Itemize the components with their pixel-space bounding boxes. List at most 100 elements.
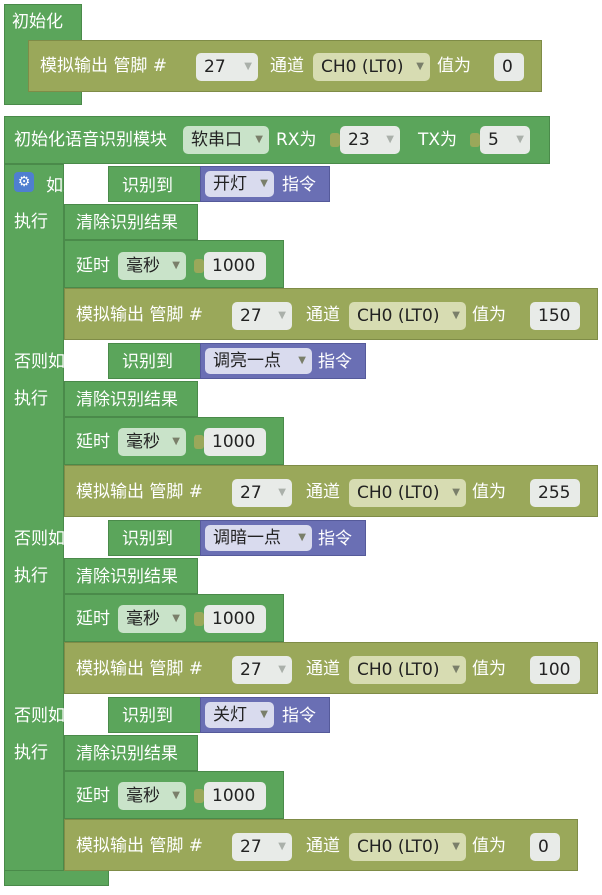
channel-dropdown[interactable]: CH0 (LT0)▼ <box>349 479 466 507</box>
channel-dropdown[interactable]: CH0 (LT0)▼ <box>349 833 466 861</box>
input-socket <box>194 789 204 803</box>
voice-init-title: 初始化语音识别模块 <box>14 130 167 150</box>
delay-unit-dropdown[interactable]: 毫秒▼ <box>118 605 186 633</box>
serial-dropdown[interactable]: 软串口▼ <box>183 126 269 154</box>
input-socket <box>520 663 530 677</box>
clear-result-block[interactable] <box>64 558 198 594</box>
analog-output-block[interactable] <box>64 465 598 517</box>
input-socket <box>520 486 530 500</box>
command-label: 指令 <box>318 529 352 549</box>
delay-unit-dropdown[interactable]: 毫秒▼ <box>118 428 186 456</box>
pin-field[interactable]: 27▼ <box>232 479 292 507</box>
pwm-value-field[interactable]: 100 <box>530 656 580 684</box>
elseif-label: 否则如果 <box>14 529 82 549</box>
input-socket <box>194 612 204 626</box>
chevron-down-icon: ▼ <box>278 310 286 321</box>
command-label: 指令 <box>318 352 352 372</box>
clear-result-block[interactable] <box>64 381 198 417</box>
analog-output-label: 模拟输出 管脚 # <box>76 659 204 679</box>
delay-label: 延时 <box>76 256 110 276</box>
command-label: 指令 <box>282 175 316 195</box>
chevron-down-icon: ▼ <box>278 664 286 675</box>
do-label: 执行 <box>14 743 48 763</box>
pin-field[interactable]: 27▼ <box>232 302 292 330</box>
chevron-down-icon: ▼ <box>298 355 306 366</box>
analog-output-block[interactable] <box>64 819 578 871</box>
pwm-value-field[interactable]: 0 <box>530 833 560 861</box>
tx-label: TX为 <box>418 130 458 150</box>
voice-init-block[interactable] <box>4 116 550 164</box>
delay-label: 延时 <box>76 432 110 452</box>
delay-unit-dropdown[interactable]: 毫秒▼ <box>118 782 186 810</box>
command-dropdown[interactable]: 关灯▼ <box>205 702 274 728</box>
channel-label: 通道 <box>306 482 340 502</box>
chevron-down-icon: ▼ <box>452 841 460 852</box>
channel-dropdown[interactable]: CH0 (LT0)▼ <box>349 656 466 684</box>
init-value-field[interactable]: 0 <box>494 53 524 81</box>
chevron-down-icon: ▼ <box>516 134 524 145</box>
value-label: 值为 <box>472 836 506 856</box>
if-label: 如果 <box>46 176 80 196</box>
channel-dropdown[interactable]: CH0 (LT0)▼ <box>313 53 430 81</box>
recognized-label: 识别到 <box>122 529 173 549</box>
analog-output-label: 模拟输出 管脚 # <box>76 836 204 856</box>
pin-field[interactable]: 27▼ <box>232 656 292 684</box>
clear-result-label: 清除识别结果 <box>76 390 178 410</box>
command-dropdown[interactable]: 开灯▼ <box>205 171 274 197</box>
chevron-down-icon: ▼ <box>416 61 424 72</box>
channel-label: 通道 <box>270 56 304 76</box>
elseif-label: 否则如果 <box>14 706 82 726</box>
chevron-down-icon: ▼ <box>452 664 460 675</box>
recognized-label: 识别到 <box>122 352 173 372</box>
value-label: 值为 <box>472 659 506 679</box>
analog-output-label: 模拟输出 管脚 # <box>40 56 168 76</box>
do-label: 执行 <box>14 212 48 232</box>
clear-result-label: 清除识别结果 <box>76 213 178 233</box>
pwm-value-field[interactable]: 150 <box>530 302 580 330</box>
chevron-down-icon: ▼ <box>452 487 460 498</box>
chevron-down-icon: ▼ <box>278 841 286 852</box>
delay-value-field[interactable]: 1000 <box>204 605 266 633</box>
gear-icon[interactable]: ⚙ <box>14 172 34 192</box>
recognized-label: 识别到 <box>122 706 173 726</box>
analog-output-block[interactable] <box>64 642 598 694</box>
channel-dropdown[interactable]: CH0 (LT0)▼ <box>349 302 466 330</box>
do-label: 执行 <box>14 566 48 586</box>
channel-label: 通道 <box>306 836 340 856</box>
clear-result-label: 清除识别结果 <box>76 567 178 587</box>
pin-field[interactable]: 27▼ <box>196 53 258 81</box>
input-socket <box>330 133 340 147</box>
recognized-label: 识别到 <box>122 176 173 196</box>
chevron-down-icon: ▼ <box>278 487 286 498</box>
delay-unit-dropdown[interactable]: 毫秒▼ <box>118 252 186 280</box>
tx-field[interactable]: 5▼ <box>480 126 530 154</box>
delay-label: 延时 <box>76 786 110 806</box>
delay-value-field[interactable]: 1000 <box>204 428 266 456</box>
command-dropdown[interactable]: 调亮一点▼ <box>205 348 312 374</box>
delay-label: 延时 <box>76 609 110 629</box>
chevron-down-icon: ▼ <box>172 613 180 624</box>
delay-value-field[interactable]: 1000 <box>204 252 266 280</box>
if-block[interactable] <box>4 164 64 884</box>
pwm-value-field[interactable]: 255 <box>530 479 580 507</box>
analog-output-block[interactable] <box>64 288 598 340</box>
recognized-block[interactable] <box>108 697 208 733</box>
clear-result-block[interactable] <box>64 735 198 771</box>
recognized-block[interactable] <box>108 520 208 556</box>
pin-field[interactable]: 27▼ <box>232 833 292 861</box>
analog-output-label: 模拟输出 管脚 # <box>76 482 204 502</box>
value-label: 值为 <box>472 482 506 502</box>
chevron-down-icon: ▼ <box>260 178 268 189</box>
clear-result-block[interactable] <box>64 204 198 240</box>
delay-value-field[interactable]: 1000 <box>204 782 266 810</box>
rx-field[interactable]: 23▼ <box>340 126 400 154</box>
do-label: 执行 <box>14 389 48 409</box>
value-label: 值为 <box>437 56 471 76</box>
chevron-down-icon: ▼ <box>260 709 268 720</box>
init-analog-output-block[interactable] <box>28 40 542 92</box>
input-socket <box>194 259 204 273</box>
recognized-block[interactable] <box>108 343 208 379</box>
input-socket <box>194 435 204 449</box>
analog-output-label: 模拟输出 管脚 # <box>76 305 204 325</box>
command-dropdown[interactable]: 调暗一点▼ <box>205 525 312 551</box>
